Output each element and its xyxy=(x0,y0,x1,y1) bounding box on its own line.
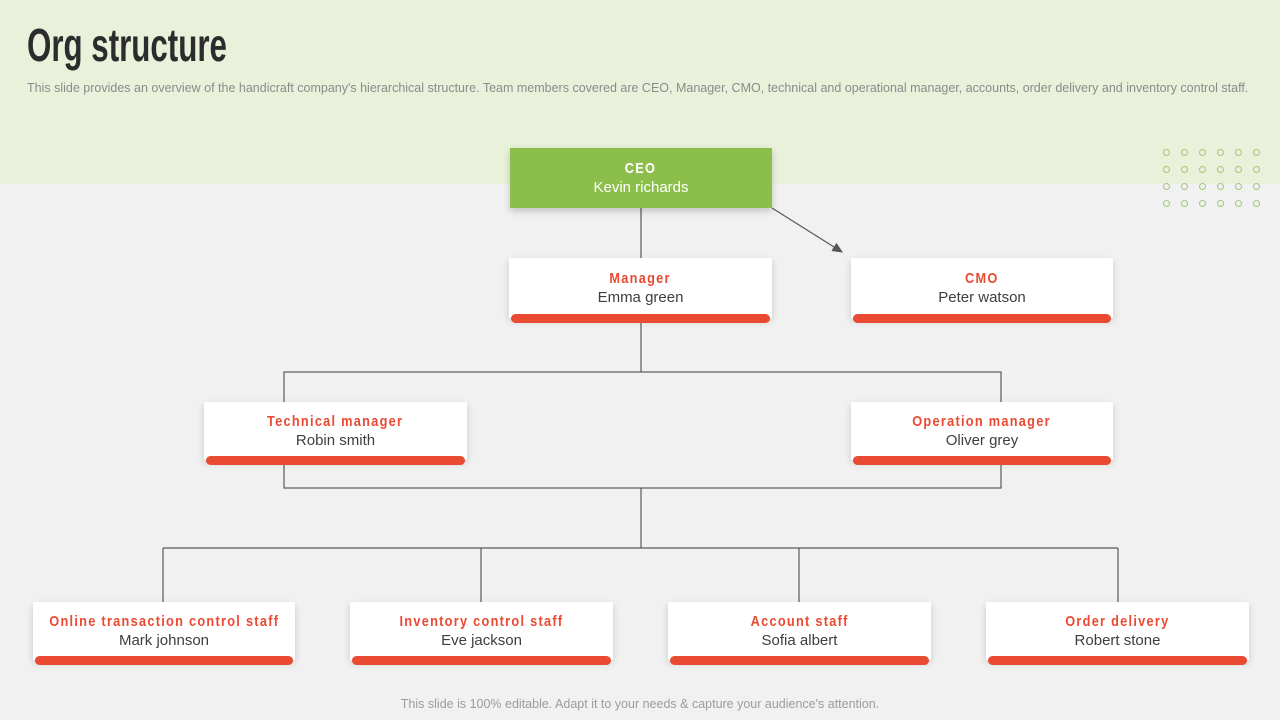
decorative-dot xyxy=(1163,200,1170,207)
decorative-dot xyxy=(1199,183,1206,190)
org-node-role: Order delivery xyxy=(1065,613,1170,630)
accent-bar xyxy=(670,656,929,665)
decorative-dot xyxy=(1163,149,1170,156)
org-node-name: Eve jackson xyxy=(441,632,522,649)
decorative-dot xyxy=(1253,200,1260,207)
decorative-dot xyxy=(1163,166,1170,173)
org-node-inventory-control-staff: Inventory control staff Eve jackson xyxy=(350,602,613,665)
decorative-dot xyxy=(1163,183,1170,190)
org-node-role: Account staff xyxy=(750,613,849,630)
decorative-dot xyxy=(1253,183,1260,190)
page-subtitle: This slide provides an overview of the h… xyxy=(27,81,1249,95)
decorative-dot xyxy=(1253,149,1260,156)
org-node-role: Online transaction control staff xyxy=(49,613,279,630)
decorative-dot xyxy=(1235,200,1242,207)
org-node-name: Robert stone xyxy=(1074,632,1161,649)
decorative-dot xyxy=(1217,200,1224,207)
org-node-name: Kevin richards xyxy=(593,179,689,196)
decorative-dot xyxy=(1181,183,1188,190)
decorative-dot xyxy=(1235,183,1242,190)
org-node-name: Emma green xyxy=(597,289,684,306)
accent-bar xyxy=(853,456,1111,465)
decorative-dot xyxy=(1235,149,1242,156)
org-node-ceo: CEO Kevin richards xyxy=(510,148,772,208)
org-node-manager: Manager Emma green xyxy=(509,258,772,323)
decorative-dots-grid xyxy=(1163,149,1260,207)
accent-bar xyxy=(988,656,1247,665)
decorative-dot xyxy=(1253,166,1260,173)
org-node-account-staff: Account staff Sofia albert xyxy=(668,602,931,665)
org-node-role: Inventory control staff xyxy=(399,613,564,630)
org-node-role: Manager xyxy=(609,270,672,287)
decorative-dot xyxy=(1199,149,1206,156)
decorative-dot xyxy=(1235,166,1242,173)
org-node-name: Peter watson xyxy=(938,289,1026,306)
accent-bar xyxy=(511,314,770,323)
org-node-order-delivery: Order delivery Robert stone xyxy=(986,602,1249,665)
org-node-role: Operation manager xyxy=(912,413,1052,430)
accent-bar xyxy=(206,456,465,465)
org-node-role: CMO xyxy=(965,270,999,287)
decorative-dot xyxy=(1181,149,1188,156)
org-node-online-transaction-control-staff: Online transaction control staff Mark jo… xyxy=(33,602,295,665)
accent-bar xyxy=(35,656,293,665)
decorative-dot xyxy=(1217,149,1224,156)
org-node-name: Robin smith xyxy=(295,432,376,449)
decorative-dot xyxy=(1199,166,1206,173)
decorative-dot xyxy=(1199,200,1206,207)
page-title: Org structure xyxy=(27,19,227,71)
org-node-name: Mark johnson xyxy=(118,632,210,649)
org-node-name: Oliver grey xyxy=(945,432,1019,449)
decorative-dot xyxy=(1217,183,1224,190)
slide-footer-note: This slide is 100% editable. Adapt it to… xyxy=(400,697,880,711)
decorative-dot xyxy=(1181,200,1188,207)
org-node-operation-manager: Operation manager Oliver grey xyxy=(851,402,1113,465)
accent-bar xyxy=(853,314,1111,323)
accent-bar xyxy=(352,656,611,665)
org-node-name: Sofia albert xyxy=(761,632,838,649)
decorative-dot xyxy=(1181,166,1188,173)
org-node-cmo: CMO Peter watson xyxy=(851,258,1113,323)
org-node-technical-manager: Technical manager Robin smith xyxy=(204,402,467,465)
org-node-role: Technical manager xyxy=(267,413,404,430)
org-node-role: CEO xyxy=(625,160,657,177)
decorative-dot xyxy=(1217,166,1224,173)
